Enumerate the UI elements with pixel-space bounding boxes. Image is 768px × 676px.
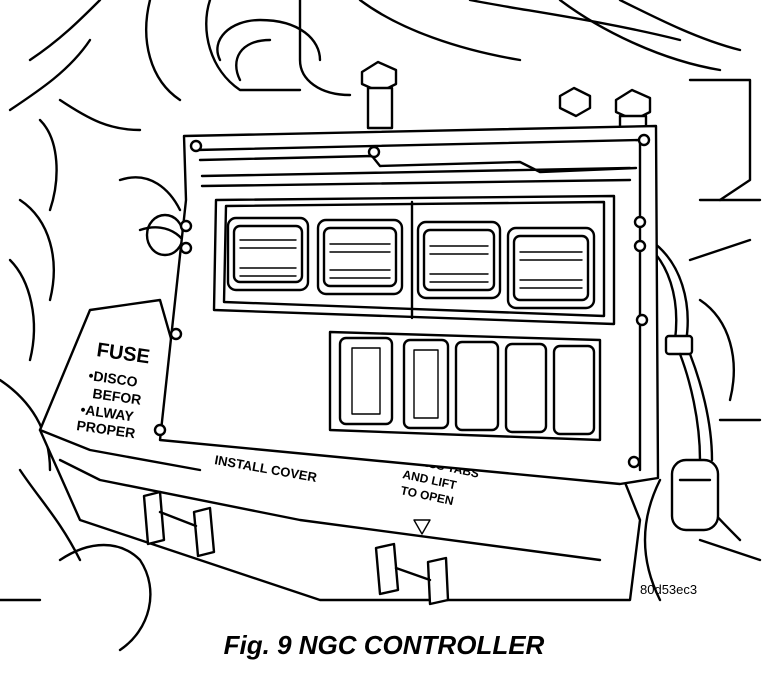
down-arrow-icon [413, 519, 431, 535]
fuse-label-line2: BEFOR [92, 385, 143, 408]
mounting-holes [153, 133, 651, 469]
connector-pins [239, 239, 583, 289]
ngc-controller [153, 124, 660, 486]
fuse-label-line1: •DISCO [88, 367, 139, 390]
figure-caption: Fig. 9 NGC CONTROLLER [223, 630, 545, 660]
fuse-label-line3: •ALWAY [80, 401, 136, 424]
reference-code: 80d53ec3 [640, 582, 698, 597]
engine-bay-background [0, 0, 762, 652]
heat-sink-fins [328, 330, 602, 442]
mounting-bolts [360, 60, 652, 138]
